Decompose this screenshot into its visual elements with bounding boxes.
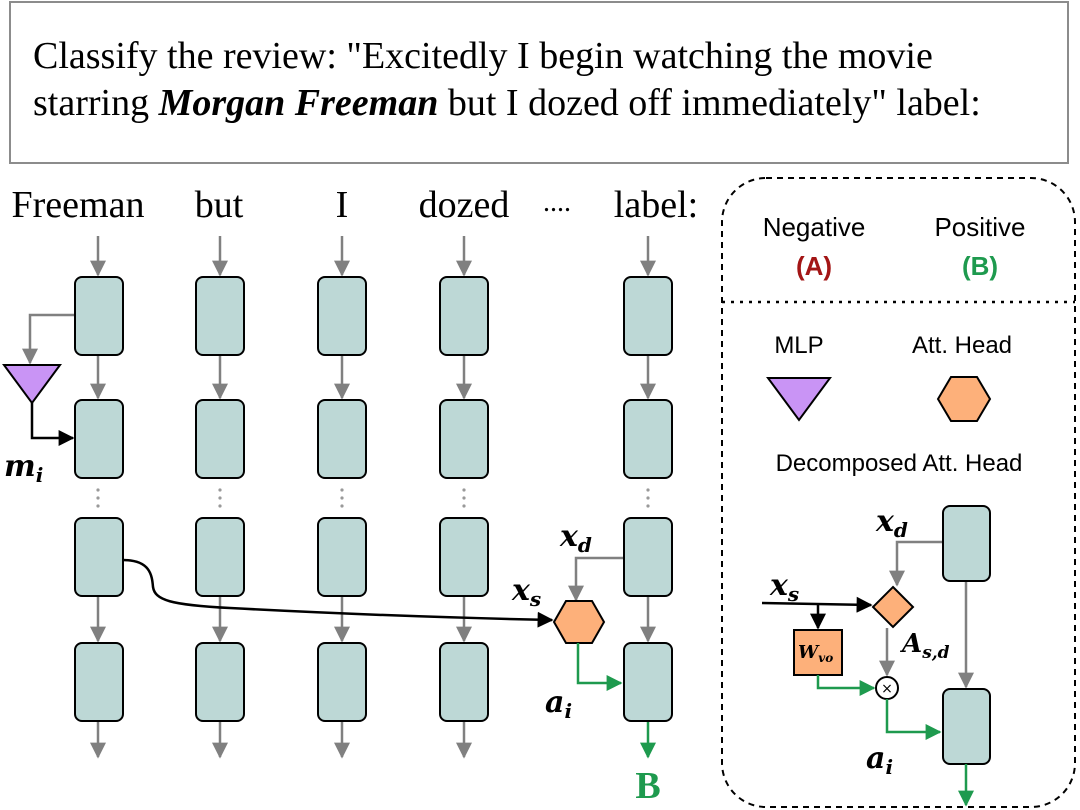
decomposed-source-block	[942, 505, 991, 582]
var-xd: xd	[559, 519, 592, 557]
prompt-emphasis: Morgan Freeman	[158, 82, 439, 124]
attention-head-hexagon-icon	[552, 600, 606, 644]
token-but: but	[195, 184, 244, 226]
block-dozed-4	[439, 642, 489, 722]
block-dozed-1	[439, 276, 489, 356]
legend-mlp-triangle-icon	[766, 377, 832, 422]
residual-blocks	[74, 276, 673, 722]
var-ai: ai	[545, 685, 572, 723]
block-label-2	[623, 399, 673, 479]
arrow-xd-to-head	[568, 556, 624, 602]
legend-option-b: (B)	[962, 251, 998, 281]
prompt-box: Classify the review: "Excitedly I begin …	[9, 1, 1069, 164]
decomposed-target-block	[942, 688, 991, 765]
mlp-output-arrow	[30, 403, 75, 446]
xs-path-arrow	[122, 558, 554, 628]
legend-att-head-hexagon-icon	[936, 376, 992, 422]
block-i-4	[317, 642, 367, 722]
block-freeman-3	[74, 517, 124, 597]
legend-mlp-label: MLP	[774, 332, 823, 359]
block-label-3	[623, 517, 673, 597]
block-freeman-1	[74, 276, 124, 356]
arrow-to-mlp	[22, 313, 75, 365]
decomposed-ai-arrow	[885, 699, 942, 740]
output-label-b: B	[635, 765, 660, 807]
block-i-2	[317, 399, 367, 479]
var-wvo: Wvo	[798, 642, 833, 665]
legend-positive: Positive	[934, 212, 1025, 242]
legend-decomposed-label: Decomposed Att. Head	[776, 450, 1023, 477]
column-arrows	[22, 236, 656, 759]
token-dozed: dozed	[419, 184, 510, 226]
block-freeman-4	[74, 642, 124, 722]
var-xs: xs	[511, 573, 541, 611]
legend-panel	[721, 177, 1076, 808]
token-freeman: Freeman	[12, 184, 145, 226]
token-ellipsis: ....	[543, 187, 571, 218]
ai-green-arrow	[576, 643, 623, 691]
prompt-text-end: but I dozed off immediately" label:	[438, 82, 981, 124]
layer-ellipses	[96, 488, 650, 508]
token-i: I	[336, 184, 349, 226]
block-dozed-2	[439, 399, 489, 479]
block-but-2	[195, 399, 245, 479]
block-but-3	[195, 517, 245, 597]
block-but-1	[195, 276, 245, 356]
legend-att-head-label: Att. Head	[912, 332, 1012, 359]
block-label-1	[623, 276, 673, 356]
block-i-3	[317, 517, 367, 597]
token-label: label:	[614, 184, 698, 226]
mlp-triangle-icon	[2, 364, 62, 405]
decomposed-xs-arrow	[761, 596, 873, 613]
prompt-text-start: Classify the review: "Excitedly I begin …	[33, 35, 933, 124]
var-m: mi	[4, 449, 43, 487]
legend-option-a: (A)	[796, 251, 832, 281]
attention-score-diamond-icon	[871, 585, 915, 629]
multiply-sign-icon: ×	[881, 681, 893, 697]
legend-var-ai: ai	[866, 741, 893, 779]
decomposed-gray-arrows	[879, 540, 974, 689]
block-label-4	[623, 642, 673, 722]
legend-var-xs: xs	[769, 568, 799, 606]
legend-var-xd: xd	[875, 504, 908, 542]
legend-negative: Negative	[763, 212, 866, 242]
var-a-sd: As,d	[899, 629, 950, 663]
wvo-to-multiply-arrow	[816, 675, 876, 696]
block-but-4	[195, 642, 245, 722]
wvo-box	[793, 629, 843, 676]
block-dozed-3	[439, 517, 489, 597]
block-freeman-2	[74, 399, 124, 479]
block-i-1	[317, 276, 367, 356]
